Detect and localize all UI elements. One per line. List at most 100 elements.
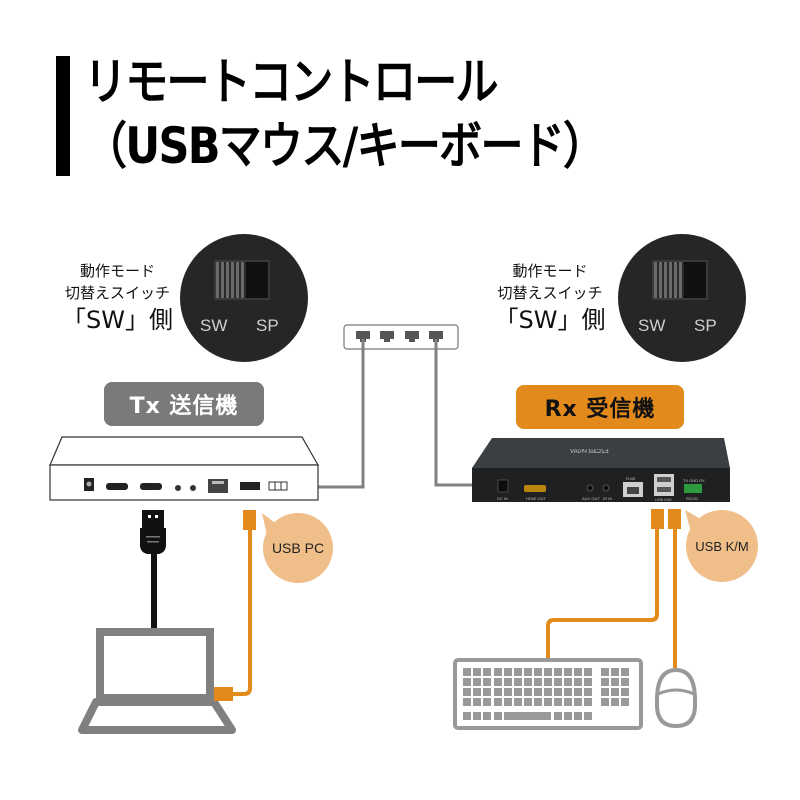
keyboard-key	[611, 688, 619, 696]
keyboard-key	[483, 668, 491, 676]
keyboard-key	[534, 688, 542, 696]
keyboard-key	[554, 712, 562, 720]
keyboard-key	[544, 668, 552, 676]
keyboard-key	[504, 668, 512, 676]
keyboard-key	[601, 698, 609, 706]
keyboard-key	[574, 698, 582, 706]
usb-connector-icon	[214, 687, 233, 701]
switch-label-sp: SP	[256, 316, 279, 335]
caption-line-2: 切替えスイッチ	[64, 284, 170, 302]
switch-label-sp: SP	[694, 316, 717, 335]
hdmi-port-icon	[106, 483, 128, 490]
switch-knob	[654, 262, 684, 298]
switch-label-sw: SW	[638, 316, 666, 335]
keyboard-key	[621, 698, 629, 706]
keyboard-spacebar	[504, 712, 551, 720]
keyboard-key	[524, 698, 532, 706]
caption-line-1: 動作モード	[79, 262, 155, 280]
title-accent-bar	[56, 56, 70, 176]
keyboard-key	[554, 698, 562, 706]
keyboard-key	[611, 668, 619, 676]
keyboard-key	[564, 712, 572, 720]
rj45-port-icon	[405, 331, 419, 342]
port-label-usb-km: USB K/M	[655, 497, 672, 502]
rx-mode-switch: SW SP	[618, 234, 746, 362]
audio-jack-icon	[175, 485, 181, 491]
page-title-line-2: （USBマウス/キーボード）	[84, 117, 606, 175]
keyboard-key	[473, 698, 481, 706]
tx-mode-switch: SW SP	[180, 234, 308, 362]
keyboard-key	[463, 668, 471, 676]
keyboard-key	[514, 678, 522, 686]
page-title-line-1: リモートコントロール	[84, 53, 499, 111]
rx-brand-logo: EZCast ProAV	[570, 449, 609, 455]
usb-port-icon	[240, 482, 260, 490]
usb-pc-callout: USB PC	[263, 513, 333, 583]
keyboard-key	[534, 678, 542, 686]
keyboard-key	[574, 668, 582, 676]
keyboard-key	[534, 698, 542, 706]
switch-label-sw: SW	[200, 316, 228, 335]
keyboard-key	[483, 688, 491, 696]
keyboard-key	[494, 678, 502, 686]
usb-km-callout: USB K/M	[686, 510, 758, 582]
port-label-rs232-pins: TX GND RX	[683, 478, 705, 483]
keyboard-key	[564, 698, 572, 706]
keyboard-key	[494, 688, 502, 696]
keyboard-key	[463, 712, 471, 720]
caption-line-3: 「SW」側	[62, 306, 173, 334]
rj45-port-icon	[380, 331, 394, 342]
tx-badge: Tx 送信機	[104, 382, 264, 426]
dc-in-port-icon	[497, 479, 509, 493]
terminal-block-icon	[268, 481, 288, 491]
keyboard-key	[574, 688, 582, 696]
port-label-rs232: RS232	[686, 496, 699, 501]
keyboard-key	[584, 712, 592, 720]
keyboard-key	[483, 678, 491, 686]
laptop-icon	[78, 628, 236, 734]
port-label-hdmi-out: HDMI OUT	[526, 496, 546, 501]
usb-pc-cable	[232, 530, 252, 696]
keyboard-key	[554, 668, 562, 676]
keyboard-key	[514, 698, 522, 706]
keyboard-key	[473, 668, 481, 676]
keyboard-key	[463, 678, 471, 686]
port-label-aux-out: AUX OUT	[582, 496, 600, 501]
rs232-terminal-icon	[684, 484, 702, 493]
keyboard-key	[483, 698, 491, 706]
keyboard-key	[601, 668, 609, 676]
switch-slot	[214, 260, 270, 300]
mouse-icon	[655, 667, 697, 729]
keyboard-key	[473, 678, 481, 686]
hdmi-port-icon	[524, 485, 546, 492]
keyboard-key	[494, 698, 502, 706]
keyboard-key	[473, 712, 481, 720]
keyboard-key	[463, 688, 471, 696]
caption-line-2: 切替えスイッチ	[497, 284, 603, 302]
keyboard-key	[504, 698, 512, 706]
ir-in-jack-icon	[602, 484, 610, 492]
keyboard-key	[621, 678, 629, 686]
keyboard-key	[574, 712, 582, 720]
usb-plug-icon	[140, 510, 166, 554]
switch-knob	[216, 262, 246, 298]
keyboard-key	[611, 698, 619, 706]
keyboard-key	[514, 688, 522, 696]
ir-jack-icon	[190, 485, 196, 491]
usb-connector-icon	[651, 509, 664, 529]
keyboard-key	[483, 712, 491, 720]
keyboard-key	[514, 668, 522, 676]
keyboard-key	[524, 678, 532, 686]
keyboard-key	[494, 668, 502, 676]
keyboard-key	[574, 678, 582, 686]
port-label-dc-in: DC IN	[497, 496, 508, 501]
usb-connector-icon	[243, 510, 256, 530]
usb-connector-icon	[668, 509, 681, 529]
keyboard-key	[504, 678, 512, 686]
network-switch	[343, 324, 459, 350]
keyboard-key	[584, 688, 592, 696]
keyboard-key	[554, 678, 562, 686]
keyboard-key	[584, 678, 592, 686]
keyboard-key	[554, 688, 562, 696]
tx-switch-caption: 動作モード 切替えスイッチ 「SW」側	[50, 260, 185, 336]
